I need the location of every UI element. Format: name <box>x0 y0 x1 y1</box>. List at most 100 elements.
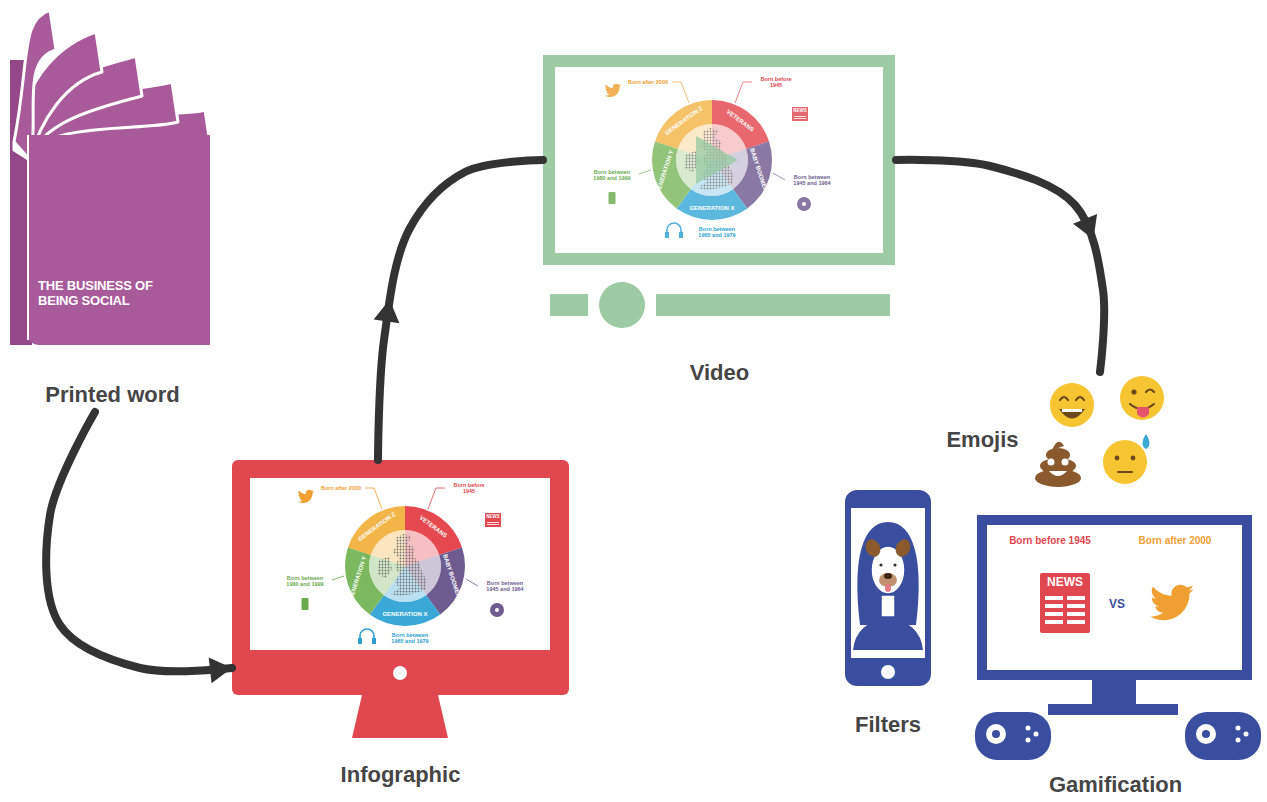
gamepad-button <box>1026 726 1031 731</box>
dog-tongue <box>885 584 891 592</box>
news-line <box>487 522 499 524</box>
record-hole <box>495 608 499 612</box>
progress-knob <box>599 282 645 328</box>
gamepad-stick-dot <box>992 730 1000 738</box>
curved-arrow <box>46 412 232 671</box>
generation-name: BABY BOOMERS <box>441 553 463 602</box>
video-player <box>549 61 890 328</box>
year-label: Born between 1965 and 1979 <box>693 226 741 239</box>
emoji-mouth <box>1118 471 1132 473</box>
headphones-icon <box>360 629 374 642</box>
leader-line <box>735 82 752 103</box>
year-label: Born between 1980 and 1999 <box>281 575 329 588</box>
dog-ear <box>863 537 883 559</box>
stage-caption: Emojis <box>935 427 1030 453</box>
news-icon <box>1040 573 1090 633</box>
stage-node: Filters <box>843 488 933 740</box>
eye <box>879 563 882 566</box>
map-outline <box>391 534 427 596</box>
twitter-icon <box>605 84 622 97</box>
mobile-icon <box>609 192 616 204</box>
emoji-eye <box>1048 459 1055 466</box>
year-label: Born before 1945 <box>447 482 491 495</box>
dog-nose <box>884 573 892 579</box>
record-hole <box>802 202 806 206</box>
book-cover <box>28 135 210 345</box>
monitor-screen <box>250 478 550 650</box>
news-line <box>487 524 499 526</box>
generation-wheel <box>605 82 811 238</box>
play-button <box>696 136 738 184</box>
leader-line <box>365 488 382 509</box>
year-label: Born before 1945 <box>754 76 798 89</box>
year-label: Born before 1945 <box>995 535 1105 546</box>
monitor-frame <box>232 460 569 695</box>
gamepad-button <box>1034 732 1039 737</box>
news-line <box>794 118 806 120</box>
stage-caption: Gamification <box>975 772 1256 798</box>
year-label: Born after 2000 <box>319 485 363 491</box>
game-frame <box>982 520 1247 675</box>
stage-caption: Video <box>543 360 896 386</box>
arrow-head <box>209 657 232 683</box>
phone-illustration <box>845 490 931 686</box>
news-line <box>1067 612 1085 616</box>
generation-wheel <box>298 488 504 644</box>
monitor-button <box>393 666 407 680</box>
phone-screen <box>851 508 925 658</box>
gamepad-button <box>1236 726 1241 731</box>
stage-caption: Filters <box>833 712 943 738</box>
sweat-drop <box>1143 434 1150 449</box>
year-label: Born between 1980 and 1999 <box>588 169 636 182</box>
phone-body <box>845 490 931 686</box>
generation-name: GENERATION Y <box>655 149 676 194</box>
news-line <box>1045 596 1063 600</box>
leader-line <box>773 173 785 180</box>
emoji-face <box>1103 440 1147 484</box>
leader-line <box>639 170 651 174</box>
gamepad <box>1185 712 1261 760</box>
gamepad <box>975 712 1051 760</box>
dog-ear <box>893 537 913 559</box>
gamepad-button <box>1244 732 1249 737</box>
gamepad-stick-dot <box>1202 730 1210 738</box>
emoji-eye <box>1131 456 1136 461</box>
headphone-cup <box>665 232 669 238</box>
progress-start <box>550 294 588 316</box>
progress-rest <box>656 294 890 316</box>
leader-line <box>428 488 445 509</box>
news-line <box>1067 604 1085 608</box>
gamepad-button <box>1026 738 1031 743</box>
generation-name: GENERATION Z <box>664 105 704 137</box>
emoji-face <box>1050 383 1094 427</box>
phone-button <box>881 665 895 679</box>
generation-name: GENERATION X <box>689 205 734 212</box>
emoji-eye <box>1131 389 1136 394</box>
mobile-icon <box>302 598 309 610</box>
news-line <box>794 116 806 118</box>
news-line <box>1067 620 1085 624</box>
leader-line <box>332 576 344 580</box>
stage-node: Infographic <box>232 460 569 790</box>
book-title: THE BUSINESS OF BEING SOCIAL <box>38 278 156 308</box>
stage-node: Video <box>543 55 896 390</box>
news-icon <box>792 107 808 121</box>
leader-line <box>672 82 689 103</box>
game-stand <box>1092 680 1136 704</box>
gamepad-button <box>1236 738 1241 743</box>
map-outline <box>377 557 392 578</box>
monitor-stand <box>352 695 448 738</box>
news-line <box>1045 620 1063 624</box>
news-line <box>1045 604 1063 608</box>
generation-name: VETERANS <box>725 109 756 134</box>
record-icon <box>797 197 811 211</box>
game-monitor <box>975 520 1261 760</box>
year-label: Born between 1945 and 1964 <box>481 580 529 593</box>
poo-base <box>1035 469 1081 487</box>
generation-name: VETERANS <box>418 515 449 540</box>
leader-line <box>466 579 478 586</box>
emoji-group <box>1035 376 1164 487</box>
headphone-cup <box>358 638 362 644</box>
